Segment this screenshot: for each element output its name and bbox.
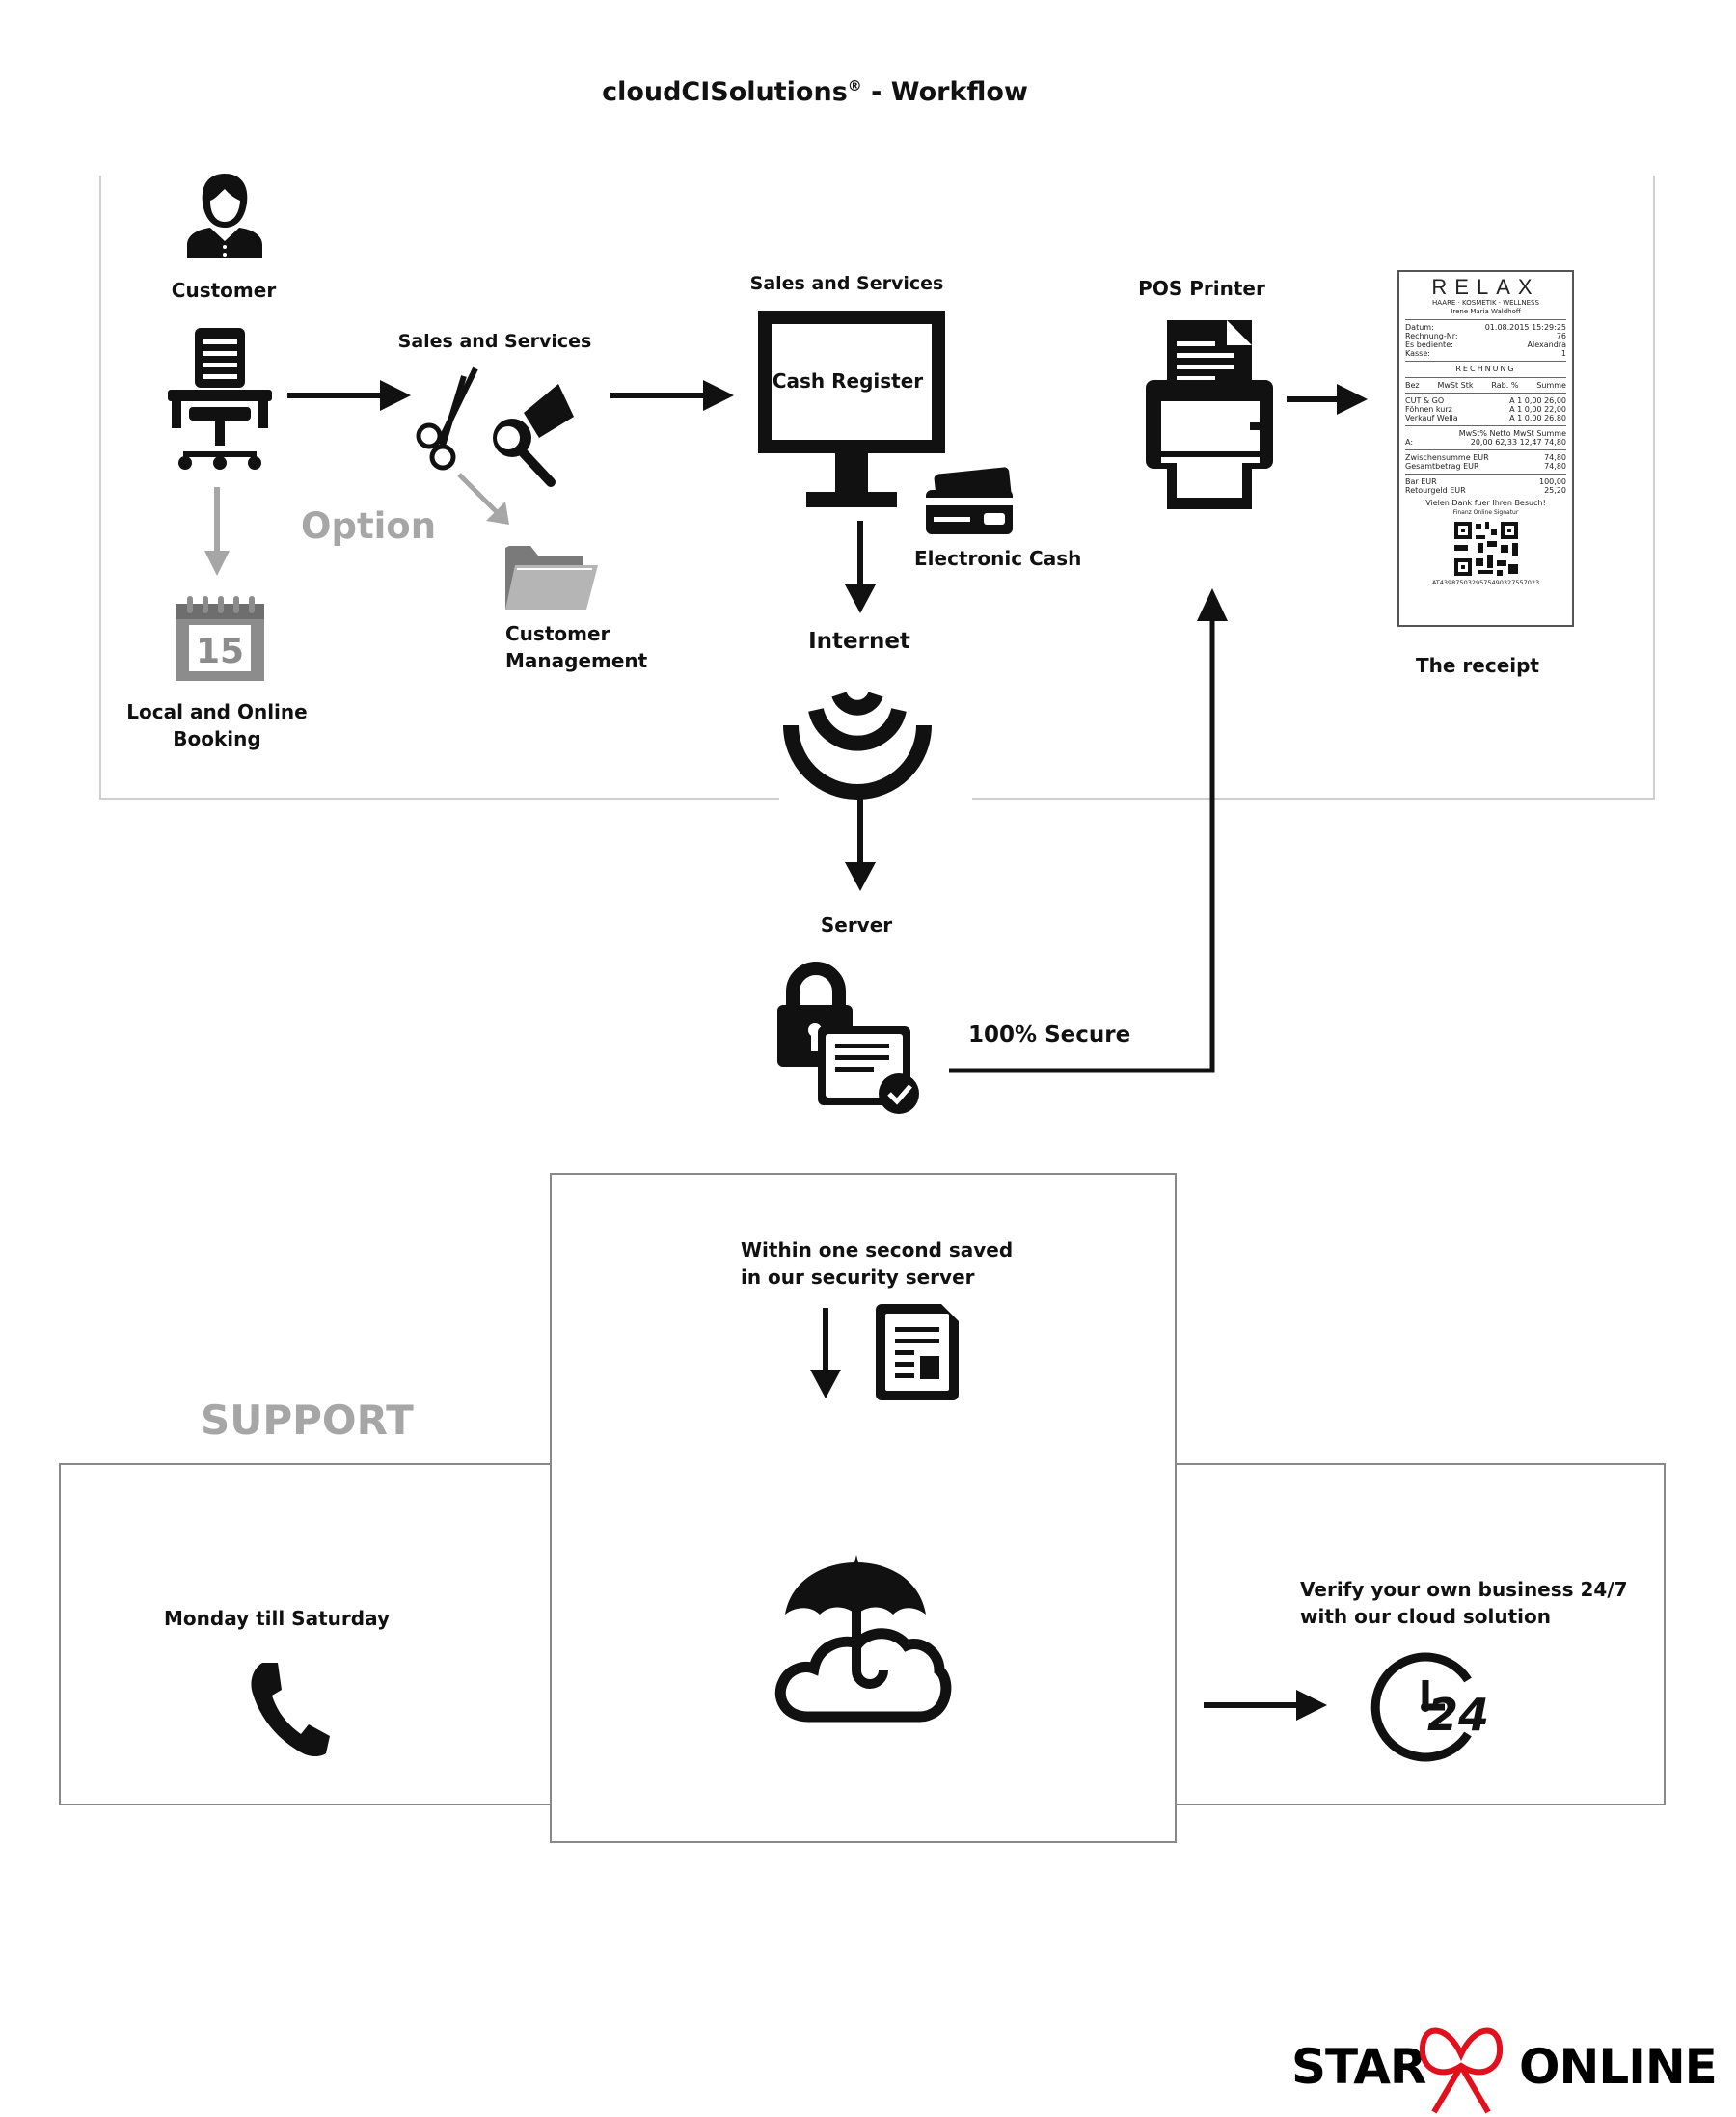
- title-text: cloudCISolutions: [602, 77, 848, 107]
- phone-icon: [251, 1663, 330, 1756]
- electronic-cash-label: Electronic Cash: [914, 547, 1082, 570]
- monitor-icon: [758, 311, 945, 507]
- arrow-right-1: [287, 380, 411, 411]
- server-label: Server: [820, 913, 893, 936]
- receipt-tax-row: A:20,00 62,33 12,47 74,80: [1405, 438, 1566, 447]
- scissors-icon: [416, 366, 478, 471]
- registered-mark: ®: [847, 77, 862, 95]
- verify-label: Verify your own business 24/7 with our c…: [1300, 1576, 1628, 1630]
- cash-register-label: Cash Register: [772, 369, 924, 393]
- customer-mgmt-label: Customer Management: [505, 620, 647, 674]
- page-title: cloudCISolutions® - Workflow: [602, 77, 1028, 107]
- option-label: Option: [301, 505, 437, 547]
- wifi-icon: [783, 691, 932, 800]
- folder-icon: [505, 546, 598, 610]
- receipt-subtitle1: HAARE · KOSMETIK · WELLNESS: [1432, 299, 1539, 307]
- secure-label: 100% Secure: [968, 1022, 1131, 1047]
- local-booking-line2: Booking: [173, 727, 261, 750]
- pos-printer-label: POS Printer: [1138, 277, 1265, 300]
- saved-label: Within one second saved in our security …: [741, 1236, 1013, 1290]
- arrow-right-4: [1204, 1690, 1327, 1721]
- local-booking-label: Local and Online Booking: [126, 698, 307, 752]
- customer-label: Customer: [171, 279, 277, 302]
- receipt-image: RELAX HAARE · KOSMETIK · WELLNESS Irene …: [1397, 270, 1574, 627]
- internet-label: Internet: [808, 629, 910, 654]
- arrow-right-2: [610, 380, 734, 411]
- customer-mgmt-line1: Customer: [505, 622, 610, 645]
- customer-icon: [187, 174, 262, 258]
- monday-label: Monday till Saturday: [164, 1607, 390, 1630]
- arrow-down-gray: [204, 487, 230, 576]
- verify-line1: Verify your own business 24/7: [1300, 1578, 1628, 1601]
- verify-line2: with our cloud solution: [1300, 1605, 1551, 1628]
- security-box: [550, 1173, 1177, 1843]
- arrow-right-3: [1287, 384, 1368, 415]
- credit-card-icon: [926, 467, 1013, 534]
- umbrella-cloud-icon: [774, 1555, 952, 1723]
- receipt-meta-row: Kasse:1: [1405, 349, 1566, 358]
- customer-mgmt-line2: Management: [505, 649, 648, 672]
- clock-24-text: 24: [1427, 1689, 1489, 1741]
- qr-code-icon: [1450, 520, 1522, 578]
- receipt-thanks: Vielen Dank fuer Ihren Besuch!: [1425, 499, 1546, 507]
- logo-ribbon-icon: [1419, 2027, 1504, 2114]
- saved-line2: in our security server: [741, 1265, 975, 1289]
- receipt-subtitle2: Irene Maria Waldhoff: [1451, 308, 1521, 315]
- printer-icon: [1146, 320, 1273, 509]
- arrow-down-2: [845, 799, 876, 891]
- secure-server-icon: [777, 962, 919, 1114]
- receipt-signature-code: AT4398750329575490327557023: [1431, 579, 1540, 586]
- receipt-meta-row: Datum:01.08.2015 15:29:25: [1405, 323, 1566, 332]
- saved-line1: Within one second saved: [741, 1238, 1014, 1262]
- receipt-meta-row: Es bediente:Alexandra: [1405, 340, 1566, 349]
- secure-line-to-printer: [949, 588, 1228, 1073]
- logo-left-text: STAR: [1291, 2039, 1426, 2095]
- receipt-signature-label: Finanz Online Signatur: [1452, 509, 1519, 516]
- arrow-option-gray: [457, 473, 509, 525]
- receipt-brand: RELAX: [1431, 275, 1540, 299]
- logo-right-text: ONLINE: [1519, 2039, 1718, 2095]
- arrow-down-3: [810, 1308, 841, 1398]
- title-suffix: - Workflow: [861, 77, 1028, 107]
- receipt-heading: RECHNUNG: [1455, 365, 1516, 373]
- receipt-tax-header: MwSt% Netto MwSt Summe: [1458, 429, 1566, 438]
- arrow-down-1: [845, 521, 876, 613]
- cloud-box-right: [1174, 1463, 1666, 1805]
- the-receipt-label: The receipt: [1416, 654, 1539, 677]
- calendar-icon: 15: [176, 596, 264, 681]
- support-heading: SUPPORT: [201, 1397, 414, 1444]
- sales-services-top-label: Sales and Services: [749, 273, 944, 294]
- calendar-day: 15: [196, 632, 244, 671]
- clock-24-icon: 24: [1370, 1652, 1489, 1762]
- sales-services-left-label: Sales and Services: [397, 331, 592, 352]
- local-booking-line1: Local and Online: [126, 700, 308, 723]
- office-chair-icon: [168, 328, 272, 470]
- magnifier-brush-icon: [493, 384, 574, 487]
- star-online-logo: STAR ONLINE: [1291, 2016, 1725, 2116]
- receipt-meta-row: Rechnung-Nr:76: [1405, 332, 1566, 340]
- document-icon: [876, 1304, 959, 1400]
